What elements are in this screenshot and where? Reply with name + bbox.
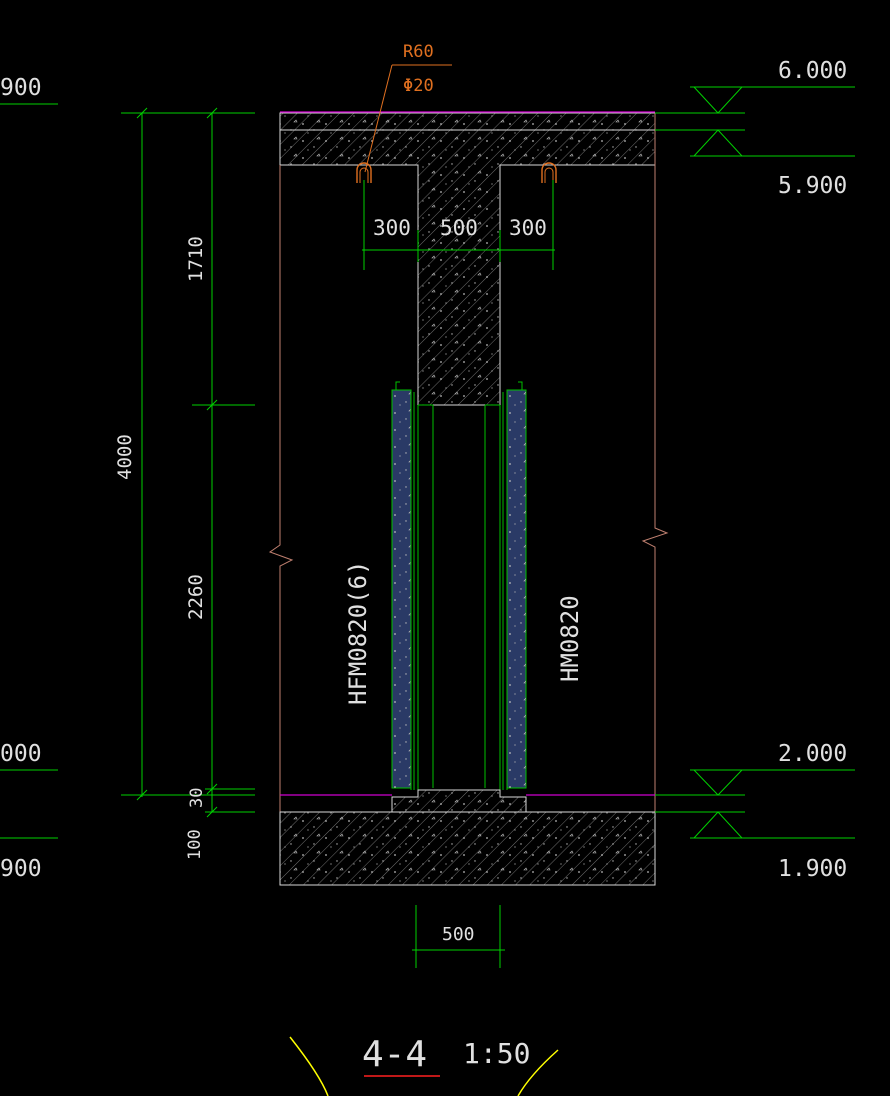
- elev-left-lower: 900: [0, 856, 42, 882]
- top-slab: [279, 111, 656, 406]
- elev-left-upper: 900: [0, 75, 42, 101]
- left-wall-outline: [268, 165, 294, 885]
- section-title-arcs: [289, 1036, 559, 1096]
- rebar-dia-label: Φ20: [403, 76, 434, 96]
- dim-total-height: 4000: [114, 434, 136, 480]
- bottom-horizontal-dimension: [412, 905, 505, 968]
- dim-upper-segment: 1710: [185, 236, 207, 282]
- right-elevation-top: [655, 86, 855, 157]
- elev-bottom-lower: 1.900: [778, 856, 847, 882]
- section-scale: 1:50: [463, 1037, 530, 1070]
- dim-top-left-offset: 300: [373, 216, 411, 240]
- left-elevation-lines: [0, 103, 58, 839]
- dim-bottom-width: 500: [442, 924, 475, 945]
- rebar-hook-right: [541, 162, 557, 183]
- door-right-leaf: [484, 381, 527, 790]
- rebar-radius-label: R60: [403, 42, 434, 62]
- door-left-leaf: [391, 381, 434, 790]
- right-elevation-bottom: [655, 769, 855, 839]
- elev-top-upper: 6.000: [778, 58, 847, 84]
- elev-top-lower: 5.900: [778, 173, 847, 199]
- door-right-label: HM0820: [556, 595, 584, 682]
- dim-threshold: 30: [187, 788, 207, 808]
- section-title: 4-4: [362, 1034, 427, 1075]
- door-left-label: HFM0820(6): [344, 561, 372, 706]
- dim-top-right-offset: 300: [509, 216, 547, 240]
- elev-bottom-upper: 2.000: [778, 741, 847, 767]
- dim-slab: 100: [185, 829, 205, 860]
- top-horizontal-dimensions: [362, 180, 555, 270]
- left-vertical-dimensions: [121, 107, 255, 818]
- rebar-leader: [364, 64, 452, 173]
- elev-left-mid: 000: [0, 741, 42, 767]
- right-wall-outline: [641, 113, 669, 885]
- dim-beam-width: 500: [440, 216, 478, 240]
- rebar-hook-left: [356, 162, 372, 183]
- bottom-slab: [279, 789, 656, 886]
- dim-lower-segment: 2260: [185, 574, 207, 620]
